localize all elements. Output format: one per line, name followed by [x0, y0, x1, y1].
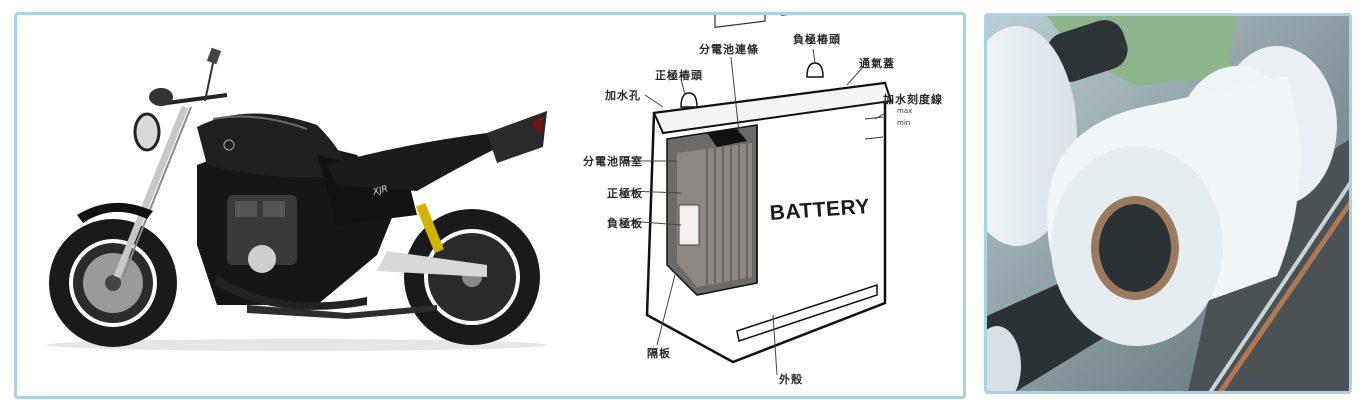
label-level-min: min: [897, 119, 911, 127]
label-negative-plate: 負極板: [607, 217, 643, 230]
label-fill-level-line: 加水刻度線: [883, 93, 943, 106]
left-image-panel: XJR BATTERY 分電池連條 負極樁頭 正極樁頭 通氣蓋 加水孔 加水刻度…: [14, 12, 966, 399]
label-outer-case: 外殼: [779, 373, 803, 386]
label-cell-connector: 分電池連條: [699, 43, 759, 56]
label-negative-terminal: 負極樁頭: [793, 33, 841, 46]
right-image-panel: [984, 13, 1352, 394]
label-separator: 隔板: [647, 347, 671, 360]
label-vent-cap: 通氣蓋: [859, 57, 895, 70]
film-rolls-photo: [987, 16, 1349, 391]
label-fill-hole: 加水孔: [605, 89, 641, 102]
label-positive-plate: 正極板: [607, 187, 643, 200]
label-level-max: max: [897, 107, 913, 115]
label-cell-compartment: 分電池隔室: [583, 155, 643, 168]
battery-diagram: [628, 15, 893, 376]
label-positive-terminal: 正極樁頭: [655, 69, 703, 82]
motorcycle-illustration: [47, 47, 547, 351]
